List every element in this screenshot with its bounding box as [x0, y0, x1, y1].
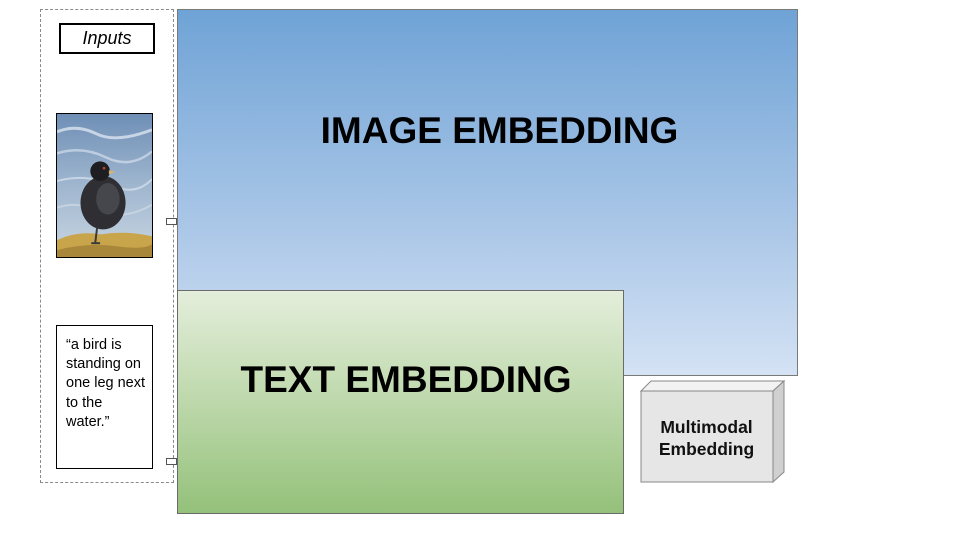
bird-photo-image: [56, 113, 153, 258]
multimodal-embedding-label: Multimodal Embedding: [641, 416, 772, 460]
text-embedding-region: [177, 290, 624, 514]
cube-icon: [640, 380, 785, 484]
caption-text-input: “a bird is standing on one leg next to t…: [56, 325, 153, 469]
text-connector-port: [166, 458, 177, 465]
multimodal-label-line1: Multimodal: [660, 417, 753, 437]
multimodal-embedding-cube: [640, 380, 785, 484]
bird-photo-icon: [57, 114, 152, 257]
image-connector-port: [166, 218, 177, 225]
multimodal-label-line2: Embedding: [658, 439, 755, 459]
inputs-panel: [40, 9, 174, 483]
text-embedding-label: TEXT EMBEDDING: [240, 359, 572, 400]
inputs-label: Inputs: [59, 23, 155, 54]
image-embedding-label: IMAGE EMBEDDING: [320, 110, 679, 151]
